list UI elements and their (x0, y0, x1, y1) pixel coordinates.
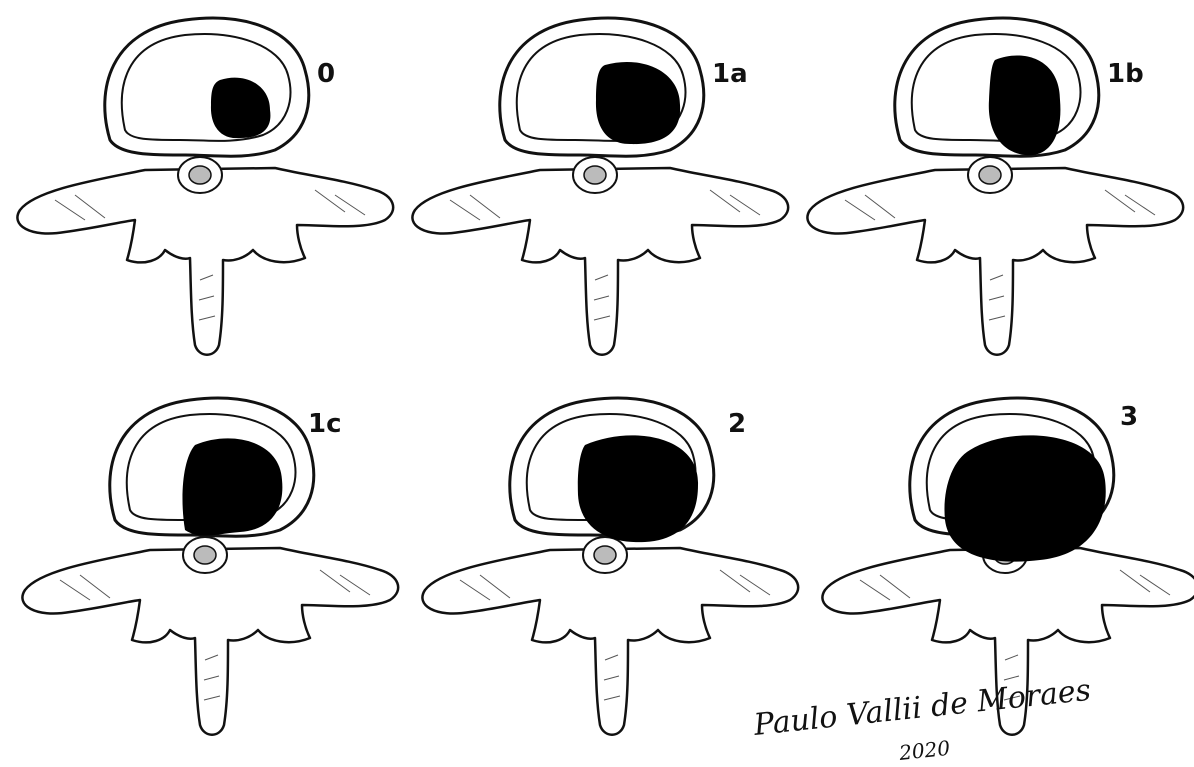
lesion-2 (578, 435, 698, 542)
artist-signature: Paulo Vallii de Moraes 2020 (751, 673, 1092, 765)
vertebra-drawing-0 (17, 18, 393, 355)
panel-0: 0 (17, 18, 393, 355)
panel-label-2: 2 (728, 409, 746, 439)
panel-label-1c: 1c (308, 409, 342, 439)
signature-year: 2020 (897, 736, 951, 765)
panel-label-0: 0 (317, 59, 335, 89)
lesion-1c (182, 438, 282, 535)
panel-label-1b: 1b (1107, 59, 1144, 89)
lesion-1b (989, 56, 1061, 156)
panel-1c: 1c (22, 398, 398, 735)
panel-1a: 1a (412, 18, 788, 355)
signature-name: Paulo Vallii de Moraes (751, 673, 1092, 743)
lesion-3 (944, 435, 1105, 561)
panel-label-3: 3 (1120, 402, 1138, 432)
panel-label-1a: 1a (712, 59, 748, 89)
panel-1b: 1b (807, 18, 1183, 355)
panel-2: 2 (422, 398, 798, 735)
